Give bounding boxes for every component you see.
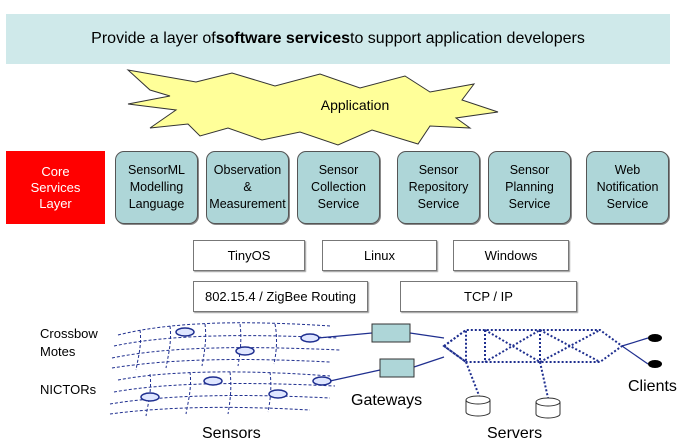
server-cylinder (465, 395, 491, 417)
banner-text-bold: software services (215, 30, 350, 47)
net-zigbee-box: 802.15.4 / ZigBee Routing (193, 281, 368, 312)
net-label: 802.15.4 / ZigBee Routing (204, 289, 357, 304)
service-sensorml: SensorML Modelling Language (115, 151, 198, 224)
service-sensor-repository: Sensor Repository Service (397, 151, 480, 224)
client-node (648, 360, 662, 368)
os-linux-box: Linux (322, 240, 437, 271)
sensor-node (300, 333, 320, 343)
banner-text-pre: Provide a layer of (91, 30, 216, 47)
service-line: Collection (311, 180, 366, 194)
crossbow-line1: Crossbow (40, 326, 98, 341)
net-tcpip-box: TCP / IP (400, 281, 577, 312)
server-mesh (442, 328, 624, 399)
sensor-node (268, 389, 288, 399)
net-label: TCP / IP (464, 289, 513, 304)
core-label-line2: Services (30, 179, 81, 195)
service-line: Service (508, 197, 551, 211)
sensor-node (203, 376, 223, 386)
crossbow-mesh (111, 322, 341, 371)
os-tinyos-box: TinyOS (193, 240, 305, 271)
banner: Provide a layer of software services to … (6, 14, 670, 64)
gateway-links (317, 332, 445, 382)
sensors-label: Sensors (202, 425, 261, 442)
client-nodes (648, 334, 662, 368)
service-line: Repository (408, 180, 469, 194)
servers-label: Servers (487, 425, 543, 442)
service-line: Observation (213, 163, 282, 177)
service-line: Web (614, 163, 641, 177)
nictors-label: NICTORs (40, 382, 97, 397)
os-label: Linux (363, 248, 396, 263)
service-line: Language (128, 197, 185, 211)
core-services-layer-label: Core Services Layer (6, 151, 105, 224)
service-line: & (243, 180, 252, 194)
gateways-label: Gateways (351, 392, 423, 409)
crossbow-line2: Motes (40, 344, 76, 359)
core-label-line1: Core (41, 163, 70, 179)
clients-label: Clients (628, 378, 677, 395)
gateway-box-bottom (379, 358, 415, 378)
service-line: Service (317, 197, 360, 211)
service-line: Notification (596, 180, 659, 194)
service-observation-measurement: Observation & Measurement (206, 151, 289, 224)
service-line: Modelling (129, 180, 184, 194)
application-burst (126, 69, 499, 146)
service-line: Sensor (509, 163, 550, 177)
service-web-notification: Web Notification Service (586, 151, 669, 224)
os-windows-box: Windows (453, 240, 569, 271)
sensor-nodes (140, 327, 332, 402)
service-sensor-planning: Sensor Planning Service (488, 151, 571, 224)
service-sensor-collection: Sensor Collection Service (297, 151, 380, 224)
banner-text-post: to support application developers (350, 30, 585, 47)
service-line: Sensor (418, 163, 459, 177)
service-line: Measurement (209, 197, 286, 211)
core-label-line3: Layer (39, 195, 72, 211)
server-cylinder (535, 397, 561, 419)
os-label: TinyOS (227, 248, 271, 263)
os-label: Windows (484, 248, 538, 263)
application-label: Application (321, 97, 390, 113)
service-line: Planning (505, 180, 554, 194)
service-line: Sensor (318, 163, 359, 177)
service-line: Service (606, 197, 649, 211)
gateway-box-top (371, 323, 411, 343)
client-node (648, 334, 662, 342)
sensor-node (235, 346, 255, 356)
sensor-node (312, 376, 332, 386)
service-line: Service (417, 197, 460, 211)
sensor-node (175, 327, 195, 337)
crossbow-motes-label: Crossbow Motes (40, 325, 98, 361)
service-line: SensorML (128, 163, 185, 177)
client-links (621, 337, 649, 365)
sensor-node (140, 392, 160, 402)
